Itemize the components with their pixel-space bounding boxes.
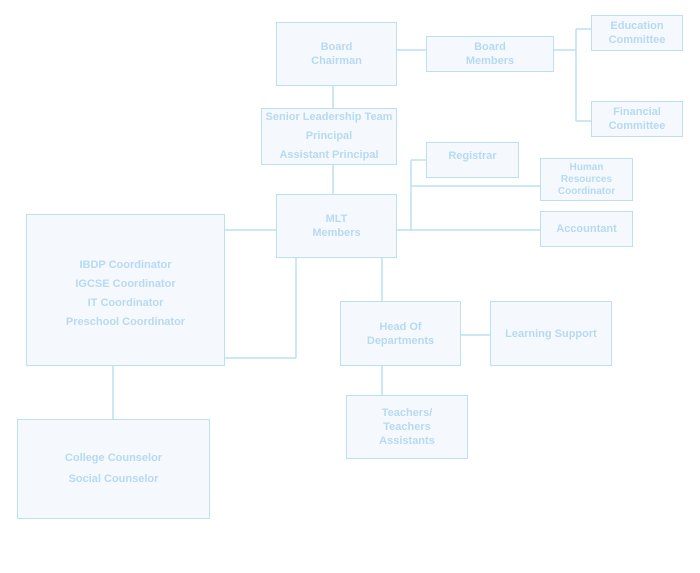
board-chairman-box: Board Chairman <box>276 22 397 86</box>
education-committee-box: Education Committee <box>591 15 683 51</box>
senior-leadership-box: Senior Leadership Team Principal Assista… <box>261 108 397 165</box>
board-chairman-line-2: Chairman <box>311 55 362 67</box>
learning-support-label: Learning Support <box>505 327 597 340</box>
board-members-line-1: Board <box>474 41 506 53</box>
education-committee-line-2: Committee <box>608 34 666 46</box>
counselors-line-1: College Counselor <box>64 452 163 464</box>
hr-coordinator-line-3: Coordinator <box>557 185 616 197</box>
registrar-label: Registrar <box>448 150 497 162</box>
counselors-box: College Counselor Social Counselor <box>17 419 210 519</box>
senior-leadership-line-3: Assistant Principal <box>279 149 379 161</box>
coordinators-line-3: IT Coordinator <box>87 297 164 309</box>
learning-support-box: Learning Support <box>490 301 612 366</box>
mlt-members-line-1: MLT <box>325 213 348 225</box>
coordinators-box: IBDP Coordinator IGCSE Coordinator IT Co… <box>26 214 225 366</box>
senior-leadership-line-2: Principal <box>305 130 353 142</box>
financial-committee-box: Financial Committee <box>591 101 683 137</box>
financial-committee-line-2: Committee <box>608 120 666 132</box>
mlt-members-box: MLT Members <box>276 194 397 258</box>
head-of-departments-line-1: Head Of <box>379 320 422 333</box>
coordinators-line-2: IGCSE Coordinator <box>75 278 176 290</box>
board-chairman-line-1: Board <box>320 41 353 53</box>
teachers-line-3: Assistants <box>379 435 435 447</box>
coordinators-line-1: IBDP Coordinator <box>79 259 172 271</box>
education-committee-line-1: Education <box>610 20 664 32</box>
teachers-box: Teachers/ Teachers Assistants <box>346 395 468 459</box>
financial-committee-line-1: Financial <box>613 106 661 118</box>
accountant-label: Accountant <box>556 223 617 235</box>
hr-coordinator-box: Human Resources Coordinator <box>540 158 633 201</box>
senior-leadership-line-1: Senior Leadership Team <box>265 111 393 123</box>
counselors-line-2: Social Counselor <box>68 473 159 485</box>
hr-coordinator-line-1: Human <box>569 161 604 173</box>
teachers-line-1: Teachers/ <box>381 407 433 419</box>
board-members-box: Board Members <box>426 36 554 72</box>
head-of-departments-line-2: Departments <box>366 334 435 347</box>
registrar-box: Registrar <box>426 142 519 178</box>
coordinators-line-4: Preschool Coordinator <box>65 316 186 328</box>
head-of-departments-box: Head Of Departments <box>340 301 461 366</box>
board-members-line-2: Members <box>465 55 515 67</box>
hr-coordinator-line-2: Resources <box>560 173 613 185</box>
teachers-line-2: Teachers <box>383 421 431 433</box>
accountant-box: Accountant <box>540 211 633 247</box>
mlt-members-line-2: Members <box>312 227 361 239</box>
